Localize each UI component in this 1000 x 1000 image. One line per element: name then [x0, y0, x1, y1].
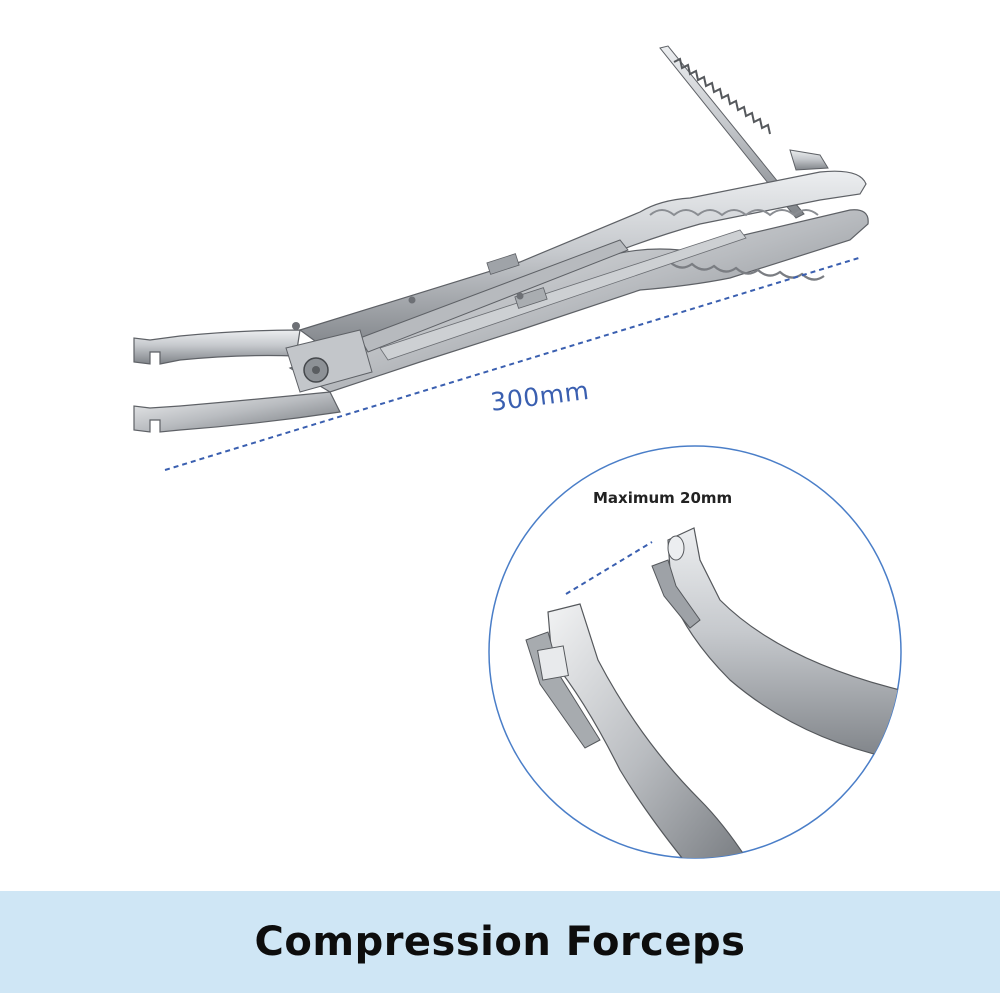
opening-dimension-line [565, 541, 653, 595]
lower-jaw [133, 391, 341, 433]
product-title: Compression Forceps [254, 919, 746, 965]
ratchet-bar [659, 45, 829, 219]
length-dimension-line [164, 256, 863, 471]
jaw-detail-illustration [488, 445, 902, 859]
forceps-illustration [133, 45, 869, 433]
upper-jaw [133, 329, 301, 365]
lower-handle [288, 209, 869, 393]
title-banner: Compression Forceps [0, 891, 1000, 993]
opening-label: Maximum 20mm [593, 489, 733, 507]
